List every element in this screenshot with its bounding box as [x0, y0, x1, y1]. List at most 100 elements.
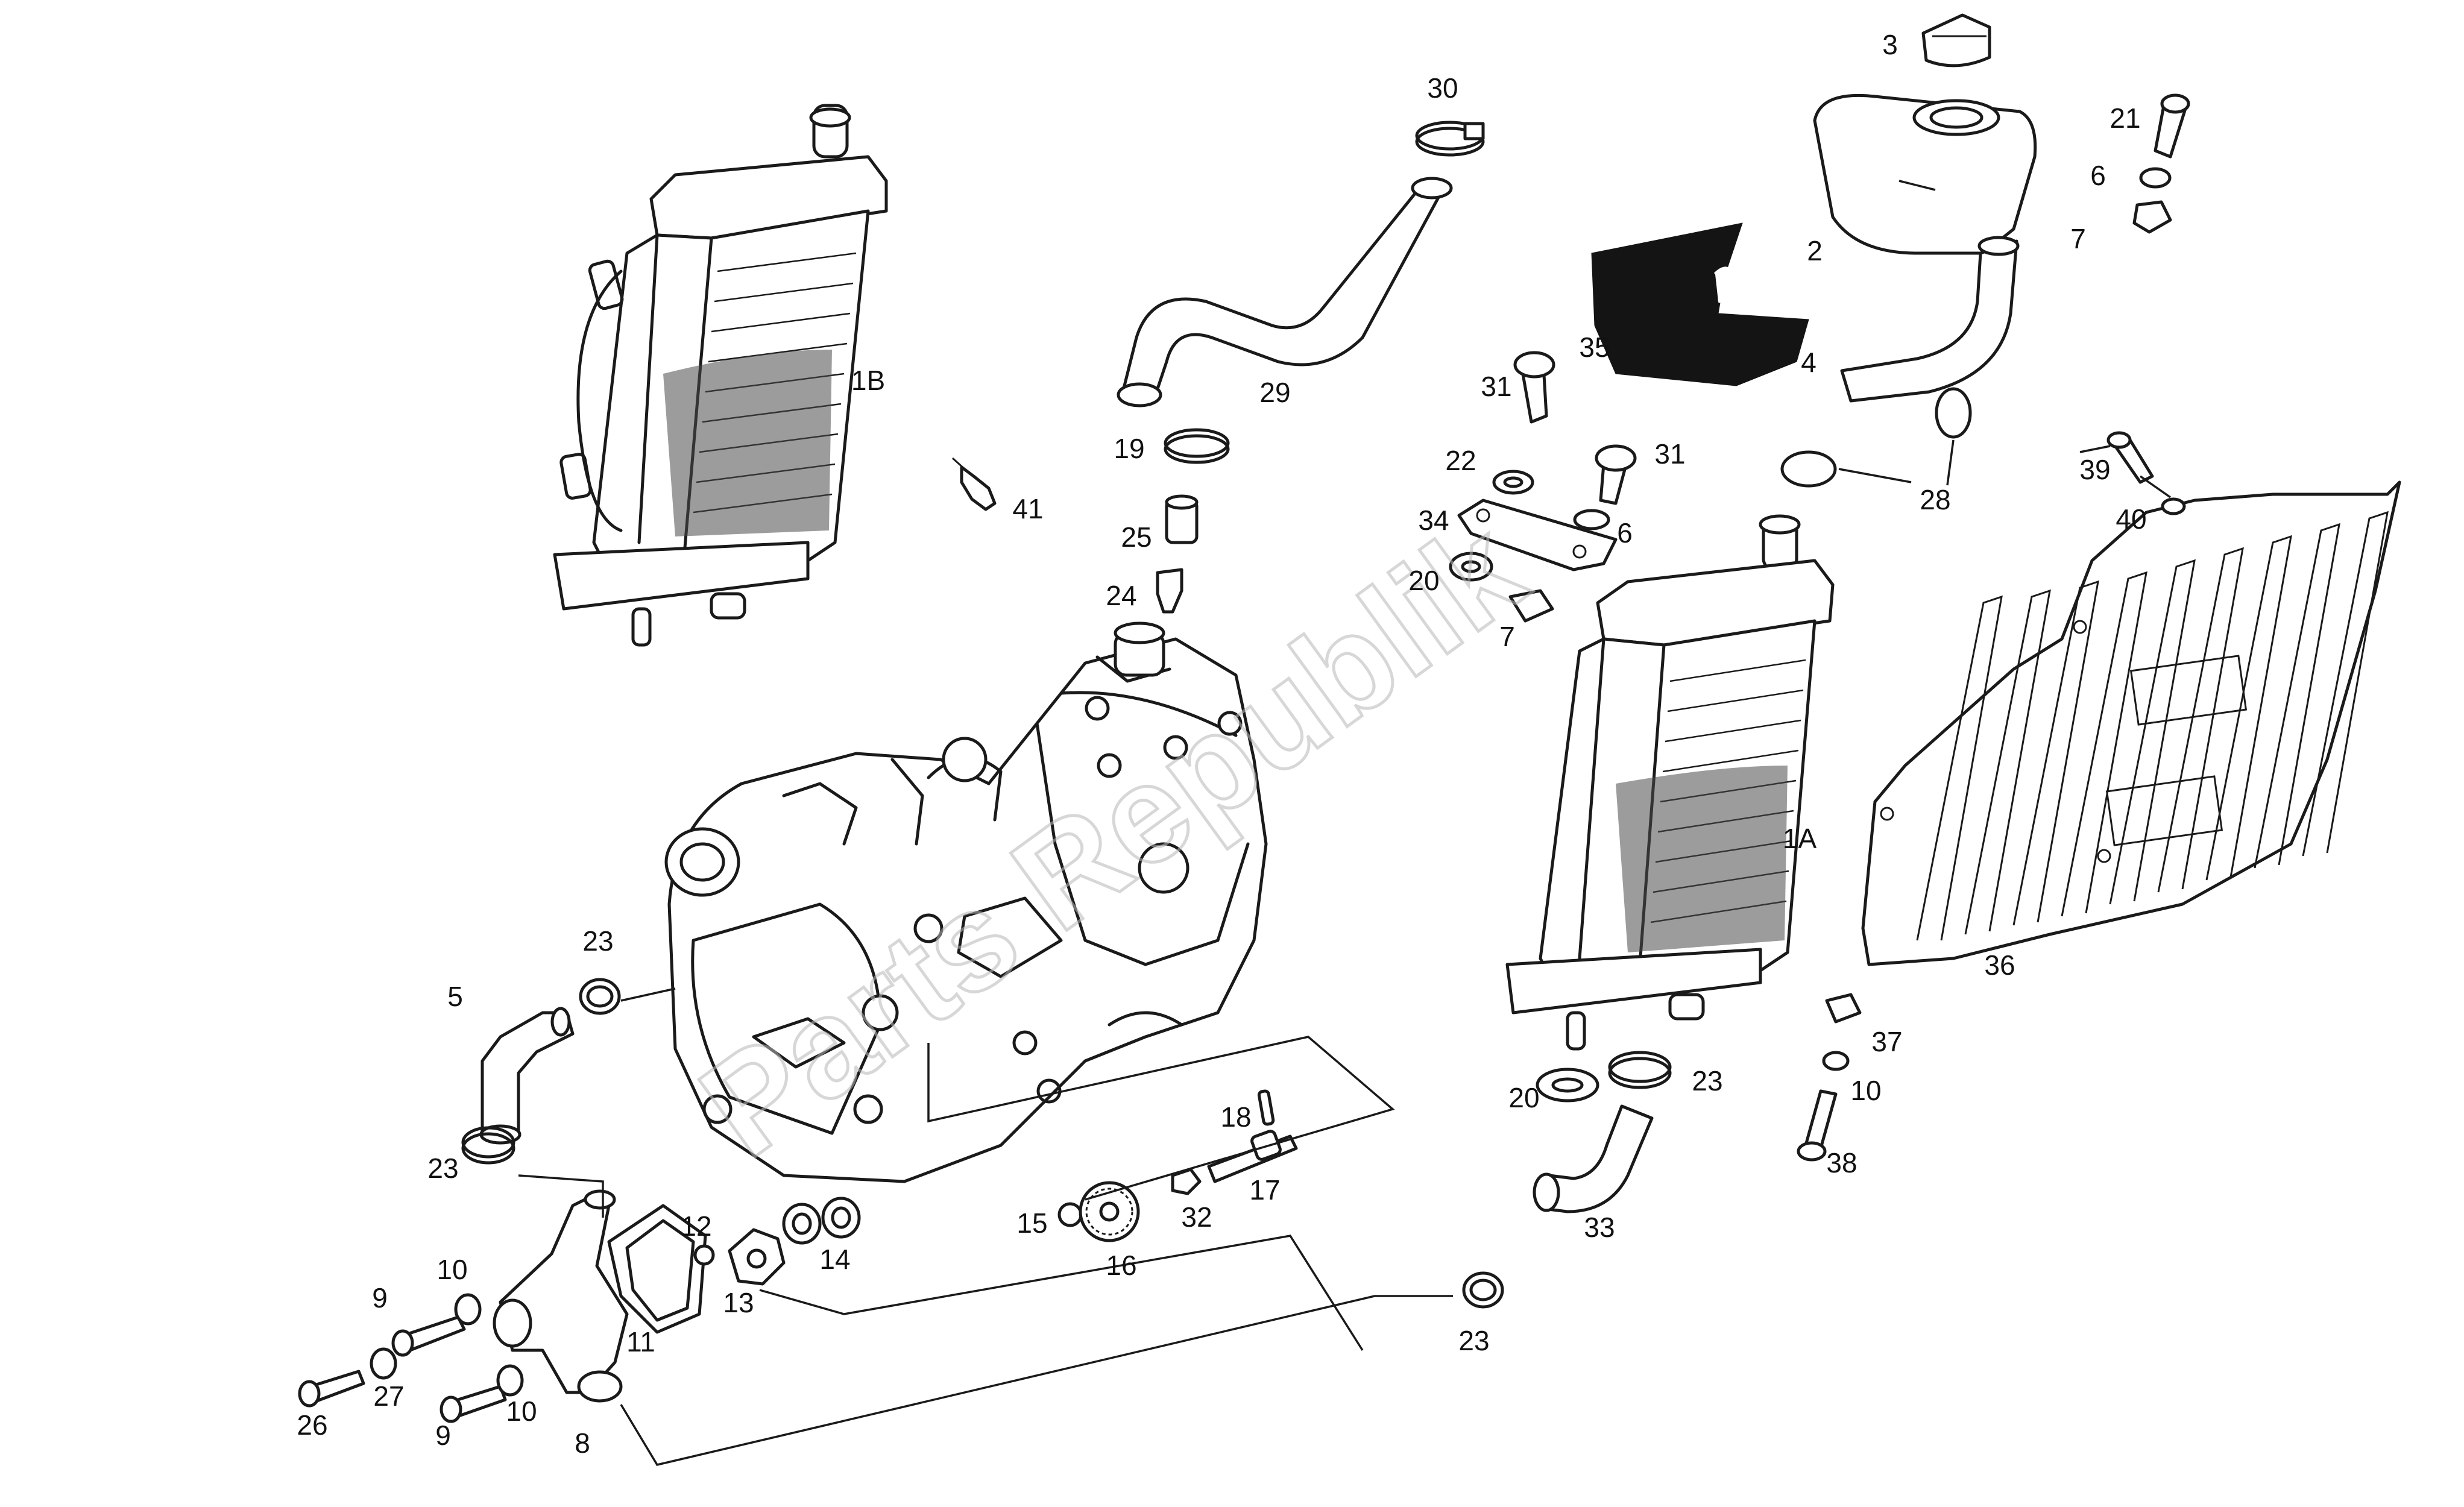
callout-1a: 1A: [1783, 823, 1817, 854]
callout-21: 21: [2110, 102, 2140, 134]
radiator-grille-36: [1861, 480, 2401, 966]
callout-33: 33: [1584, 1212, 1615, 1243]
callout-3: 3: [1882, 29, 1898, 60]
callout-11: 11: [626, 1326, 655, 1358]
radiator-1a: [1505, 514, 1835, 1051]
callout-15: 15: [1016, 1207, 1047, 1239]
callout-labels: 1B 1A 2 3 4 5 6 6 7 7 8 9 9 10 10 10 11 …: [297, 29, 2146, 1459]
screws-9: [391, 1315, 507, 1423]
callout-2: 2: [1807, 235, 1823, 266]
callout-6-mid: 6: [1617, 517, 1633, 549]
washer-6-top: [2139, 167, 2172, 189]
splash-shield-35: [1591, 222, 1809, 386]
callout-20-bottom: 20: [1508, 1082, 1539, 1113]
washer-10-right: [1822, 1051, 1850, 1071]
callout-41: 41: [1012, 493, 1043, 524]
callout-23-right: 23: [1692, 1065, 1722, 1096]
expansion-tank-2: [1813, 93, 2037, 255]
callout-17: 17: [1249, 1174, 1280, 1206]
tank-hose-4: [1840, 236, 2020, 403]
callout-29: 29: [1259, 377, 1290, 408]
callout-34: 34: [1418, 505, 1449, 536]
hose-clamp-23-right: [1608, 1051, 1672, 1089]
callout-35: 35: [1579, 332, 1610, 363]
callout-7-top: 7: [2070, 223, 2086, 254]
nut-37: [1825, 993, 1862, 1024]
hose-clamp-23-bottom: [1462, 1271, 1504, 1309]
washer-27: [370, 1347, 397, 1380]
screw-39: [2106, 431, 2154, 484]
seal-12: [693, 1244, 715, 1266]
callout-40: 40: [2116, 503, 2146, 535]
filler-cap-3: [1921, 13, 1991, 68]
callout-1b: 1B: [851, 365, 885, 396]
pin-18: [1257, 1089, 1275, 1126]
bleed-screw-25: [1165, 494, 1199, 544]
screw-38: [1797, 1089, 1838, 1162]
callout-27: 27: [373, 1380, 404, 1412]
callout-23-bottom: 23: [1458, 1325, 1489, 1356]
callout-37: 37: [1871, 1026, 1902, 1057]
callout-19: 19: [1114, 433, 1144, 464]
callout-28: 28: [1920, 484, 1950, 515]
callout-39: 39: [2079, 454, 2110, 485]
callout-18: 18: [1220, 1101, 1251, 1133]
grille-fins: [1916, 511, 2389, 941]
hose-clamp-19: [1164, 428, 1230, 464]
leader-lines: [518, 180, 2172, 1466]
nut-15: [1057, 1202, 1083, 1227]
callout-30: 30: [1427, 72, 1458, 104]
callout-38: 38: [1826, 1147, 1857, 1178]
callout-10-upper: 10: [436, 1254, 467, 1285]
hose-33: [1533, 1104, 1654, 1213]
washer-22: [1492, 470, 1534, 495]
callout-14: 14: [819, 1244, 850, 1275]
washer-24: [1156, 568, 1183, 614]
hose-clamp-28: [1780, 387, 1972, 488]
screw-26: [298, 1370, 365, 1408]
hose-29: [1117, 177, 1453, 407]
nut-7-top: [2132, 200, 2172, 234]
callout-31-left: 31: [1481, 371, 1511, 402]
callout-4: 4: [1801, 347, 1816, 378]
callout-6-top: 6: [2090, 160, 2106, 191]
callout-10-right: 10: [1850, 1075, 1881, 1106]
bracket-34: [1457, 499, 1618, 571]
bearings-14: [782, 1197, 861, 1245]
callout-23-upper-left: 23: [582, 925, 613, 957]
shaft-17: [1207, 1130, 1298, 1183]
radiator-1b: [553, 104, 888, 647]
hose-clamp-30: [1415, 121, 1485, 157]
callout-25: 25: [1121, 521, 1152, 553]
pump-housing-8: [493, 1189, 629, 1403]
callout-36: 36: [1984, 949, 2015, 981]
callout-5: 5: [447, 981, 463, 1012]
callout-12: 12: [681, 1210, 711, 1242]
hose-clamp-23-lower-left: [461, 1126, 515, 1165]
hose-5: [479, 1007, 575, 1145]
grommet-20-top: [1449, 552, 1493, 582]
washer-6-mid: [1573, 509, 1610, 530]
callout-26: 26: [297, 1409, 327, 1441]
callout-7-mid: 7: [1499, 621, 1515, 652]
hose-clamp-23-upper-left: [579, 978, 621, 1015]
callout-24: 24: [1106, 580, 1136, 611]
nut-7-mid: [1508, 589, 1554, 623]
callout-23-lower-left: 23: [427, 1153, 458, 1184]
screws-31: [1513, 351, 1637, 505]
pump-gasket-11: [607, 1204, 707, 1334]
callout-20-top: 20: [1408, 565, 1439, 596]
callout-32: 32: [1181, 1201, 1212, 1233]
callout-9-lower: 9: [435, 1420, 451, 1451]
screw-21: [2154, 93, 2190, 159]
pump-gear-16: [1079, 1181, 1140, 1242]
callout-9-upper: 9: [372, 1282, 388, 1314]
callout-8: 8: [575, 1427, 590, 1459]
temperature-sensor-41: [951, 457, 997, 511]
callout-10-lower: 10: [506, 1395, 537, 1427]
washers-10-left: [454, 1293, 524, 1397]
callout-31-right: 31: [1654, 438, 1685, 470]
callout-16: 16: [1106, 1250, 1136, 1281]
impeller-13: [728, 1228, 786, 1286]
